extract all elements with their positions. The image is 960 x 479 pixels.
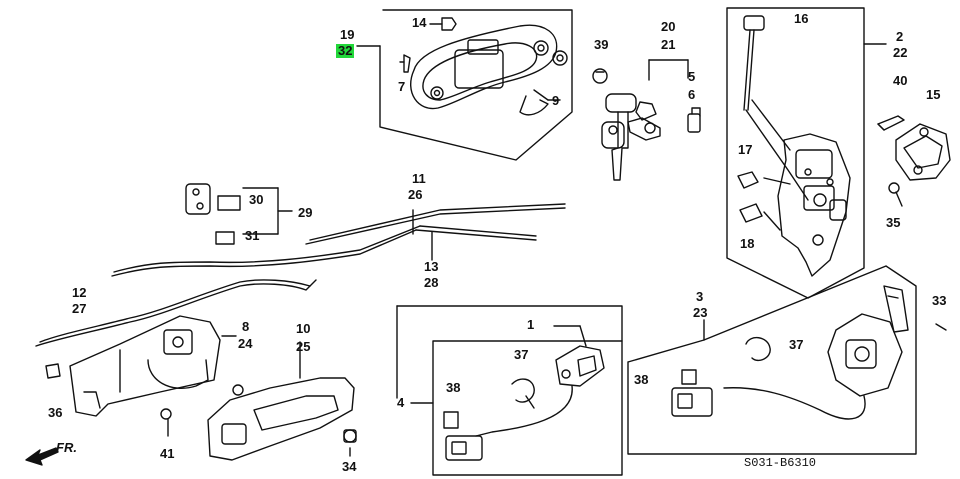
callout-13[interactable]: 13 [424, 259, 439, 274]
callout-10[interactable]: 10 [296, 321, 311, 336]
lock-switch-group [396, 305, 623, 476]
callout-6[interactable]: 6 [688, 87, 696, 102]
callout-19[interactable]: 19 [340, 27, 355, 42]
callout-38-actuator[interactable]: 38 [634, 372, 649, 387]
front-direction-arrow [25, 447, 59, 466]
callout-30[interactable]: 30 [249, 192, 264, 207]
callout-11[interactable]: 11 [412, 171, 426, 186]
diagram-code: S031-B6310 [744, 456, 817, 470]
latch-group [726, 7, 887, 299]
callout-23[interactable]: 23 [693, 305, 708, 320]
callout-39[interactable]: 39 [594, 37, 609, 52]
callout-31[interactable]: 31 [245, 228, 260, 243]
callout-8[interactable]: 8 [242, 319, 250, 334]
callout-7[interactable]: 7 [398, 79, 406, 94]
callout-38-switch[interactable]: 38 [446, 380, 461, 395]
actuator-group [627, 265, 947, 455]
callout-15[interactable]: 15 [926, 87, 941, 102]
callout-3[interactable]: 3 [696, 289, 704, 304]
callout-36[interactable]: 36 [48, 405, 63, 420]
callout-33[interactable]: 33 [932, 293, 947, 308]
key-cylinder-group [592, 59, 701, 181]
callout-18[interactable]: 18 [740, 236, 755, 251]
callout-41[interactable]: 41 [160, 446, 175, 461]
callout-17[interactable]: 17 [738, 142, 753, 157]
callout-12[interactable]: 12 [72, 285, 87, 300]
callout-25[interactable]: 25 [296, 339, 311, 354]
callout-27[interactable]: 27 [72, 301, 87, 316]
inside-handle-group [207, 341, 355, 461]
front-indicator-label: FR. [56, 440, 77, 455]
callout-24[interactable]: 24 [238, 336, 253, 351]
callout-21[interactable]: 21 [661, 37, 676, 52]
callout-9[interactable]: 9 [552, 93, 560, 108]
control-rods [35, 203, 566, 347]
callout-16[interactable]: 16 [794, 11, 809, 26]
callout-32-highlighted[interactable]: 32 [336, 43, 355, 58]
callout-37-switch[interactable]: 37 [514, 347, 529, 362]
callout-40[interactable]: 40 [893, 73, 908, 88]
callout-34[interactable]: 34 [342, 459, 357, 474]
callout-29[interactable]: 29 [298, 205, 313, 220]
callout-35[interactable]: 35 [886, 215, 901, 230]
callout-5[interactable]: 5 [688, 69, 696, 84]
callout-37-actuator[interactable]: 37 [789, 337, 804, 352]
striker-group [877, 115, 951, 207]
inner-mechanism-group [45, 315, 237, 417]
callout-22[interactable]: 22 [893, 45, 908, 60]
callout-20[interactable]: 20 [661, 19, 676, 34]
callout-26-upper[interactable]: 26 [408, 187, 423, 202]
rod-clip-group [185, 183, 293, 245]
small-fasteners [160, 408, 357, 457]
callout-4[interactable]: 4 [397, 395, 405, 410]
callout-1[interactable]: 1 [527, 317, 535, 332]
callout-14[interactable]: 14 [412, 15, 427, 30]
callout-28[interactable]: 28 [424, 275, 439, 290]
outer-handle-group [356, 9, 573, 161]
callout-2[interactable]: 2 [896, 29, 904, 44]
